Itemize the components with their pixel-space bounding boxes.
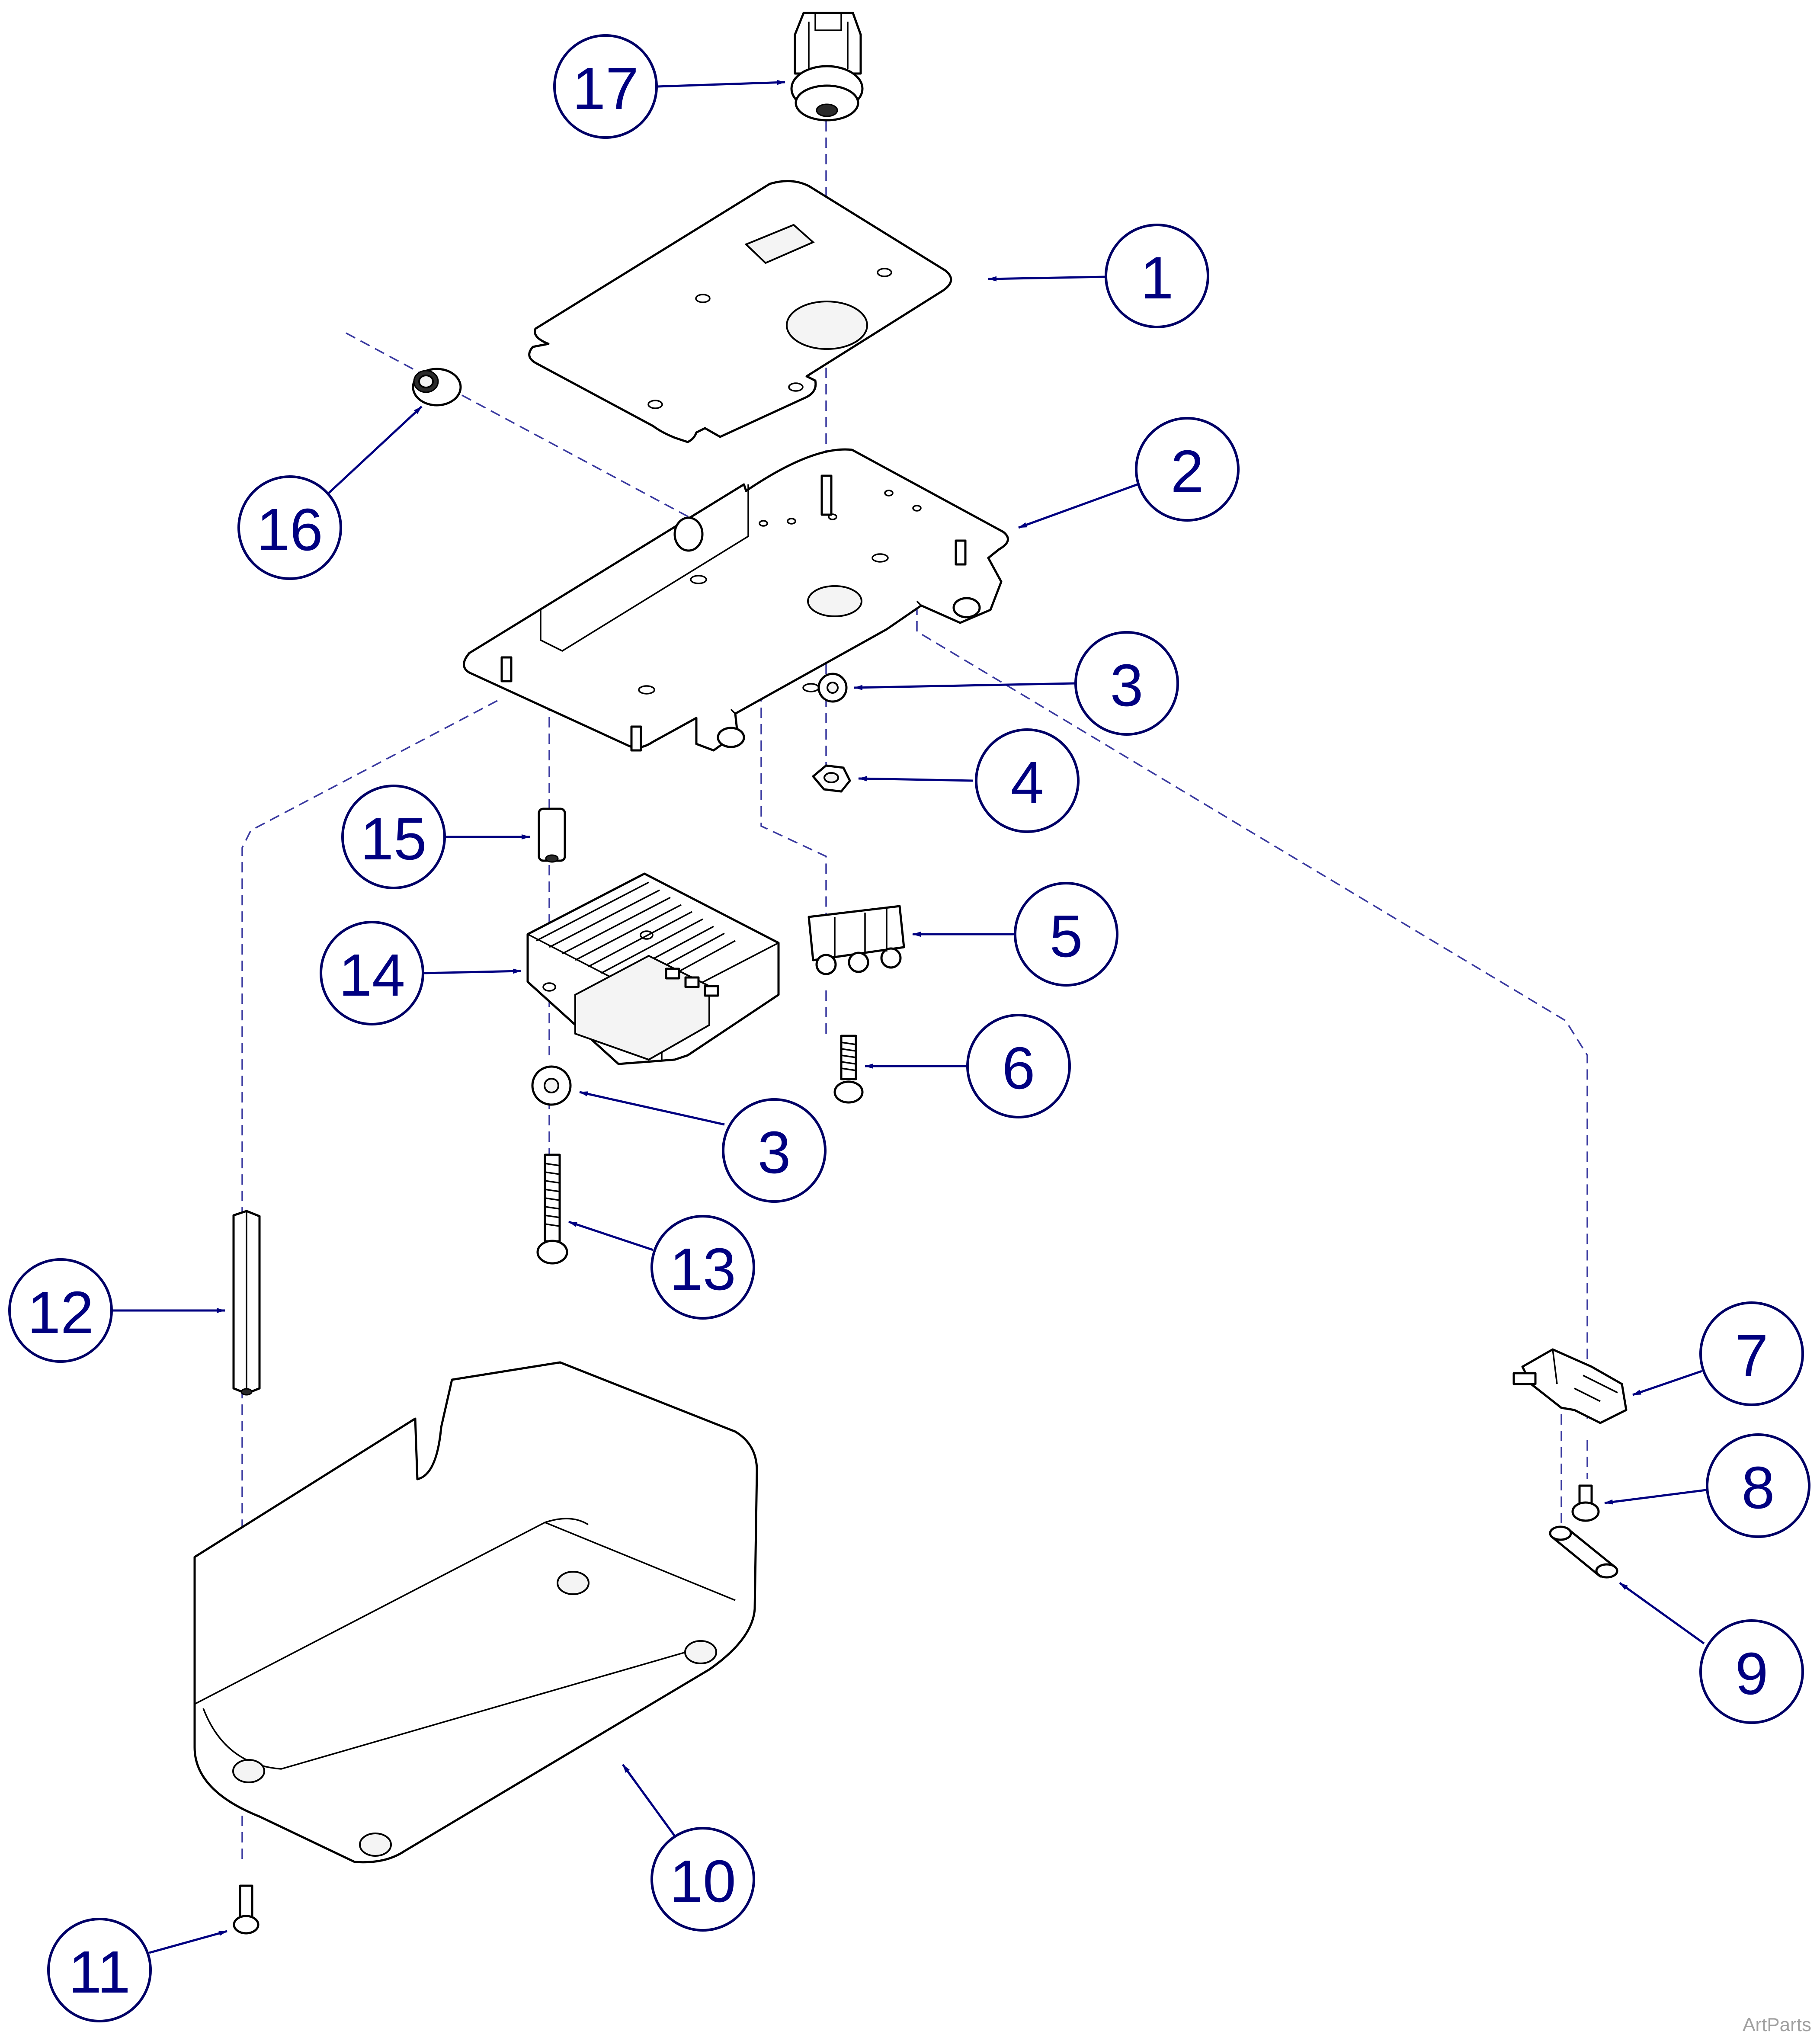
callout-14[interactable]: 14 bbox=[320, 921, 424, 1025]
hex-nut-part-4 bbox=[812, 764, 851, 793]
callout-10-label: 10 bbox=[670, 1848, 736, 1915]
callout-9[interactable]: 9 bbox=[1699, 1619, 1804, 1724]
callout-9-label: 9 bbox=[1735, 1640, 1769, 1707]
callout-1[interactable]: 1 bbox=[1105, 224, 1209, 328]
leader-3-lower bbox=[579, 1091, 725, 1126]
callout-4[interactable]: 4 bbox=[975, 728, 1080, 833]
callout-8-label: 8 bbox=[1742, 1455, 1775, 1521]
callout-7-label: 7 bbox=[1735, 1323, 1769, 1389]
grommet-part-16 bbox=[412, 368, 462, 407]
callout-2[interactable]: 2 bbox=[1135, 417, 1240, 522]
callout-2-label: 2 bbox=[1171, 438, 1204, 505]
standoff-part-12 bbox=[232, 1210, 261, 1396]
callout-6[interactable]: 6 bbox=[966, 1014, 1071, 1118]
callout-13-label: 13 bbox=[670, 1236, 736, 1303]
leader-10 bbox=[622, 1764, 676, 1837]
leader-4 bbox=[858, 776, 974, 782]
artparts-credit: ArtParts bbox=[1743, 2014, 1811, 2035]
callout-5-label: 5 bbox=[1050, 903, 1083, 970]
callout-12[interactable]: 12 bbox=[8, 1258, 113, 1363]
screw-part-8 bbox=[1571, 1484, 1600, 1522]
callout-14-label: 14 bbox=[339, 942, 405, 1009]
callout-17-label: 17 bbox=[572, 55, 639, 122]
callout-3-upper[interactable]: 3 bbox=[1074, 631, 1179, 736]
leader-13 bbox=[568, 1221, 654, 1251]
leader-3-upper bbox=[854, 682, 1075, 690]
callout-7[interactable]: 7 bbox=[1699, 1301, 1804, 1406]
callout-11-label: 11 bbox=[68, 1939, 130, 2006]
transformer-part-14 bbox=[526, 872, 780, 1065]
standoff-part-15 bbox=[538, 807, 566, 863]
leader-8 bbox=[1604, 1489, 1707, 1505]
leader-2 bbox=[1018, 483, 1138, 529]
star-washer-part-3-lower bbox=[531, 1065, 572, 1106]
chassis-plate-part-2 bbox=[463, 448, 1009, 752]
leader-14 bbox=[423, 968, 522, 974]
callout-15-label: 15 bbox=[360, 806, 427, 872]
callout-12-label: 12 bbox=[27, 1279, 94, 1346]
callout-16[interactable]: 16 bbox=[237, 475, 342, 580]
star-washer-part-3-upper bbox=[817, 673, 848, 703]
callout-3-lower[interactable]: 3 bbox=[722, 1098, 827, 1203]
screw-part-13 bbox=[536, 1153, 568, 1265]
receptacle-part-17 bbox=[790, 12, 864, 122]
leader-7 bbox=[1632, 1370, 1702, 1396]
callout-leaders bbox=[110, 80, 1707, 1954]
cover-plate-part-1 bbox=[528, 180, 952, 443]
leader-1 bbox=[988, 276, 1105, 282]
callout-13[interactable]: 13 bbox=[650, 1215, 755, 1320]
callout-16-label: 16 bbox=[256, 497, 323, 563]
callout-4-label: 4 bbox=[1011, 750, 1044, 816]
fuse-part-9 bbox=[1549, 1525, 1618, 1579]
leader-11 bbox=[149, 1930, 228, 1954]
callout-11[interactable]: 11 bbox=[47, 1918, 152, 2022]
callout-10[interactable]: 10 bbox=[650, 1827, 755, 1932]
callout-8[interactable]: 8 bbox=[1706, 1433, 1810, 1538]
callout-15[interactable]: 15 bbox=[341, 785, 446, 889]
leader-16 bbox=[328, 406, 423, 494]
leader-9 bbox=[1619, 1582, 1705, 1645]
callout-17[interactable]: 17 bbox=[553, 34, 658, 139]
housing-part-10 bbox=[193, 1361, 758, 1864]
fuse-clip-part-7 bbox=[1512, 1348, 1628, 1424]
callout-3-lower-label: 3 bbox=[758, 1119, 791, 1186]
leader-17 bbox=[657, 80, 785, 88]
callout-3-upper-label: 3 bbox=[1110, 652, 1144, 719]
callout-1-label: 1 bbox=[1141, 245, 1174, 311]
callout-5[interactable]: 5 bbox=[1014, 882, 1118, 987]
terminal-block-part-5 bbox=[807, 905, 905, 975]
screw-part-6 bbox=[833, 1035, 864, 1104]
callout-6-label: 6 bbox=[1002, 1035, 1035, 1102]
screw-part-11 bbox=[233, 1884, 260, 1935]
